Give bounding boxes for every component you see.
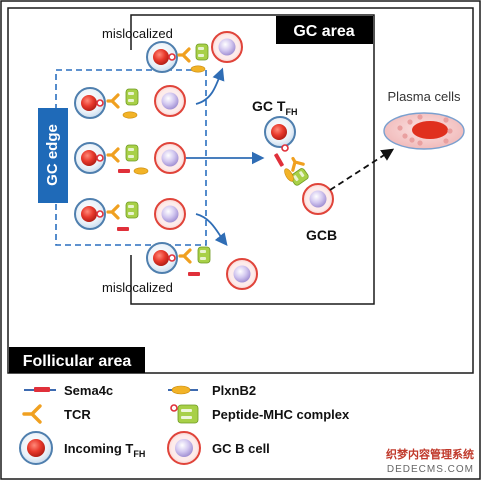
legend-peptide-mhc: Peptide-MHC complex xyxy=(212,407,350,422)
follicular-area-label-bg xyxy=(9,347,145,373)
gc-tfh-gcb-pair xyxy=(264,116,334,215)
plasma-cell xyxy=(383,112,465,150)
watermark-en: DEDECMS.COM xyxy=(387,464,474,475)
mislocalized-top-label: mislocalized xyxy=(102,26,173,41)
legend-gc-b-cell: GC B cell xyxy=(212,441,270,456)
follicular-area-label: Follicular area xyxy=(23,353,132,370)
legend-sema4c: Sema4c xyxy=(64,383,113,398)
arrow-to-plasma-cells xyxy=(329,148,395,191)
gc-area-label: GC area xyxy=(293,23,354,40)
gc-edge-label: GC edge xyxy=(44,124,61,186)
arrow-to-mislocalized-bottom xyxy=(195,213,228,246)
arrow-to-mislocalized-top xyxy=(195,67,225,105)
gc-edge-label-bg xyxy=(38,108,68,203)
incoming-tfh-legend-icon xyxy=(19,431,53,465)
tcr-legend-icon xyxy=(22,404,42,424)
peptide-mhc-legend-icon xyxy=(170,404,199,424)
gc-tfh-label: GC TFH xyxy=(252,98,297,117)
gcb-label: GCB xyxy=(306,227,337,243)
mislocalized-bottom-label: mislocalized xyxy=(102,280,173,295)
legend-incoming-tfh: Incoming TFH xyxy=(64,441,145,459)
follicular-area-box xyxy=(7,7,474,374)
legend: Sema4c PlxnB2 TCR Peptide-MHC complex In… xyxy=(19,383,350,465)
plasma-cells-label: Plasma cells xyxy=(388,89,461,104)
cell-pair-1 xyxy=(74,85,186,119)
legend-tcr: TCR xyxy=(64,407,91,422)
gc-area-label-bg xyxy=(276,16,373,44)
gc-area-boundary xyxy=(130,14,375,305)
gc-b-cell-legend-icon xyxy=(167,431,201,465)
legend-plxnb2: PlxnB2 xyxy=(212,383,256,398)
watermark-cn: 织梦内容管理系统 xyxy=(386,447,474,461)
